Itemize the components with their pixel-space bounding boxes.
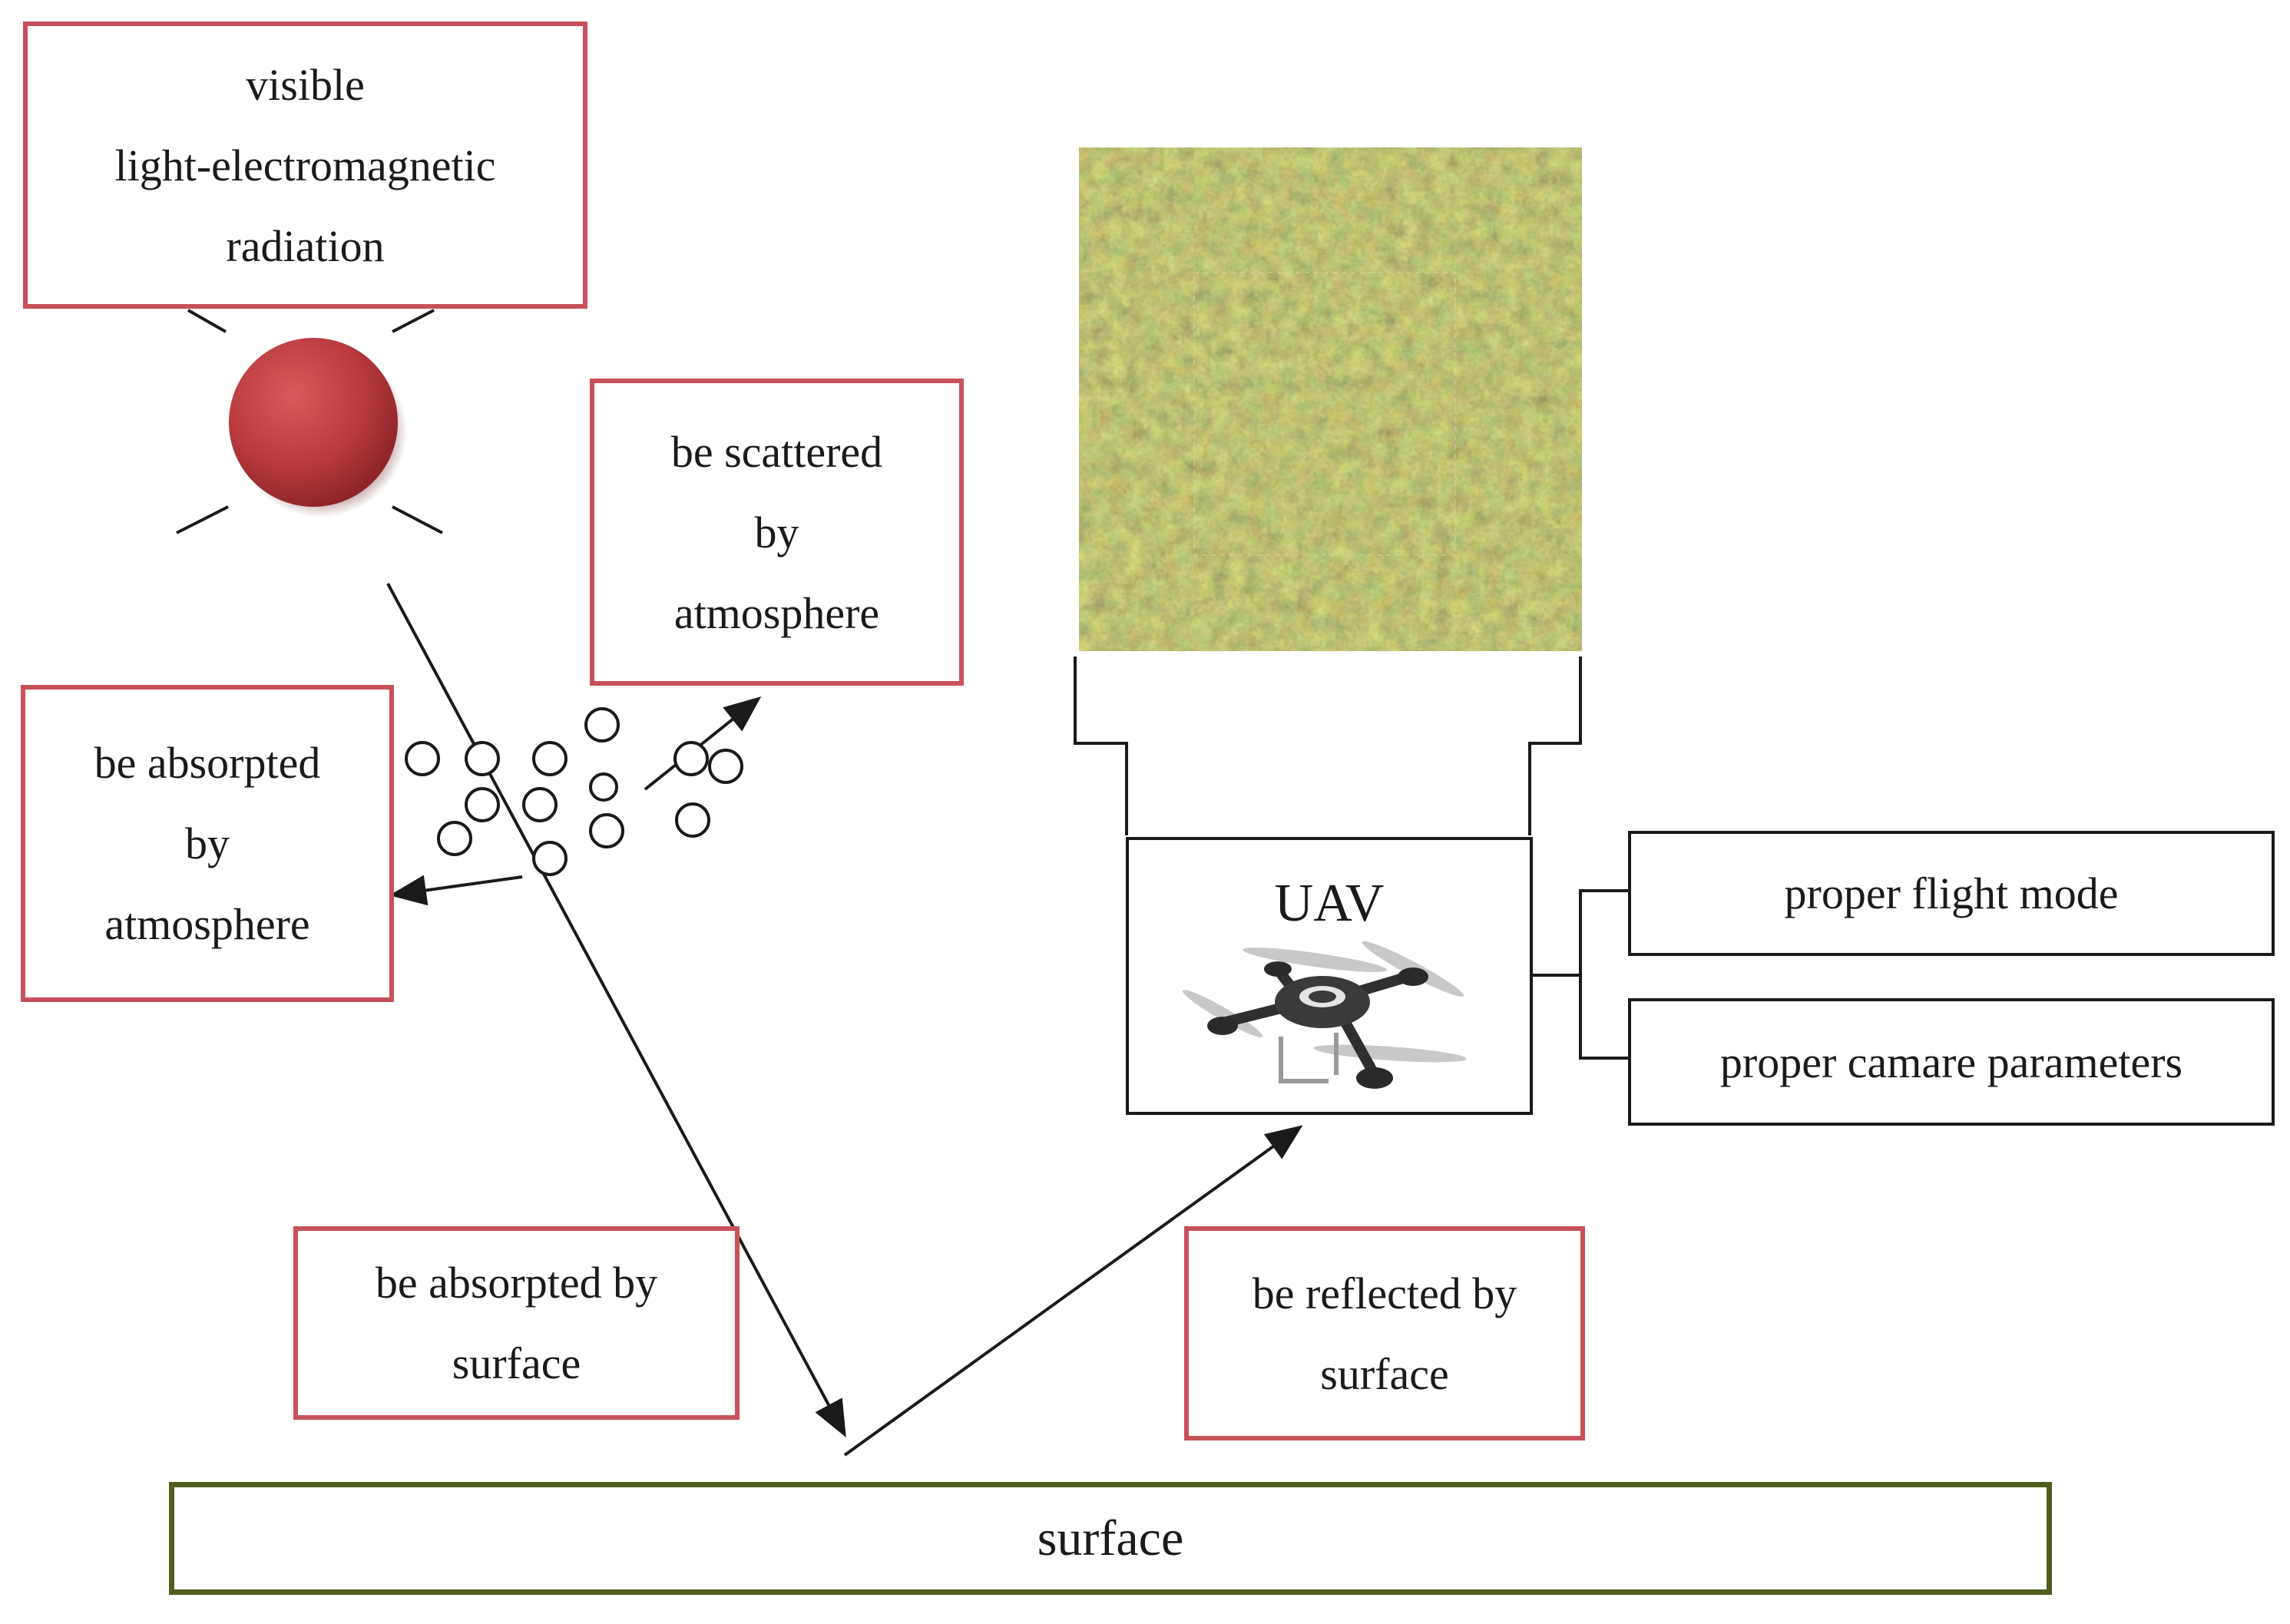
camera-view-bracket	[1528, 657, 1582, 835]
camera-view-bracket	[1074, 657, 1128, 835]
reflected-surface-label-line-2: surface	[1320, 1348, 1449, 1399]
atmosphere-particles	[405, 707, 743, 876]
particle-icon	[589, 772, 618, 802]
absorbed-surface-label-line-2: surface	[452, 1338, 581, 1388]
uav-parameter-connector	[1579, 889, 1628, 1060]
uav-box: UAV	[1126, 837, 1533, 1115]
proper-flight-mode-box: proper flight mode	[1628, 831, 2275, 956]
absorbed-atmosphere-label-line-3: atmosphere	[104, 899, 310, 949]
flight-mode-label: proper flight mode	[1784, 868, 2119, 918]
absorbed-atmosphere-label-line-1: be absorpted	[94, 738, 321, 788]
absorption-arrow	[389, 875, 523, 906]
scattered-by-atmosphere-box: be scattered by atmosphere	[590, 379, 964, 686]
proper-camera-parameters-box: proper camare parameters	[1628, 998, 2275, 1126]
absorbed-by-surface-box: be absorpted by surface	[293, 1226, 740, 1420]
particle-icon	[708, 749, 743, 784]
uav-label: UAV	[1274, 874, 1385, 933]
surface-label: surface	[1037, 1510, 1184, 1566]
aerial-field-image	[1079, 147, 1582, 651]
reflected-by-surface-box: be reflected by surface	[1184, 1226, 1585, 1440]
particle-icon	[532, 841, 568, 876]
particle-icon	[589, 813, 624, 848]
absorbed-by-atmosphere-box: be absorpted by atmosphere	[21, 685, 394, 1002]
sun-icon	[176, 309, 443, 534]
absorbed-atmosphere-label-line-2: by	[185, 819, 230, 868]
particle-icon	[522, 787, 558, 822]
particle-icon	[584, 707, 620, 743]
scattered-label-line-3: atmosphere	[673, 587, 880, 638]
surface-bar: surface	[169, 1482, 2052, 1595]
visible-light-label-line-1: visible	[246, 59, 365, 110]
reflected-surface-label-line-1: be reflected by	[1252, 1268, 1517, 1318]
particle-icon	[437, 821, 472, 856]
reflected-light-arrow	[843, 1125, 1303, 1457]
incident-light-arrow	[386, 583, 846, 1438]
scattered-label-line-2: by	[754, 507, 799, 557]
particle-icon	[675, 802, 710, 838]
visible-light-label-line-3: radiation	[226, 220, 385, 271]
particle-icon	[465, 741, 500, 776]
absorbed-surface-label-line-1: be absorpted by	[375, 1258, 658, 1308]
particle-icon	[405, 741, 440, 776]
particle-icon	[465, 787, 500, 822]
drone-icon	[1182, 941, 1467, 1089]
scattered-label-line-1: be scattered	[670, 426, 883, 477]
camera-parameters-label: proper camare parameters	[1719, 1037, 2183, 1087]
visible-light-box: visible light-electromagnetic radiation	[23, 21, 587, 309]
visible-light-label-line-2: light-electromagnetic	[114, 140, 496, 190]
particle-icon	[673, 741, 709, 776]
particle-icon	[532, 741, 568, 776]
